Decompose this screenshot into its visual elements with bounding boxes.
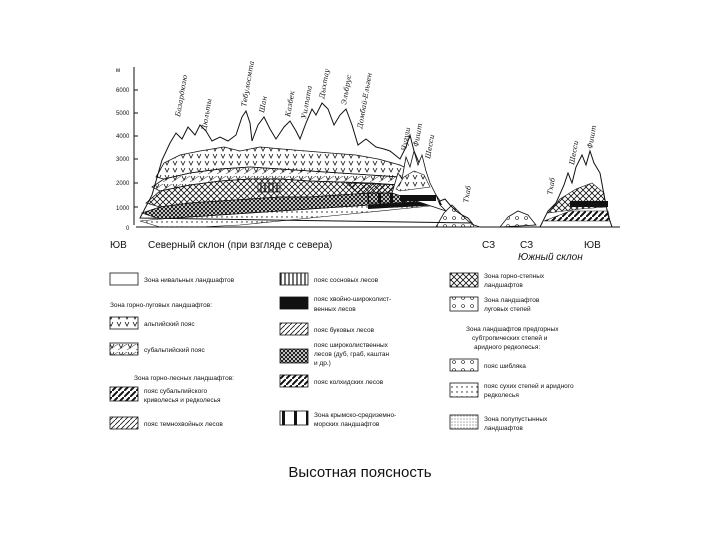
legend: Зона нивальных ландшафтов Зона горно-луг… [109,272,574,432]
legend-label: луговых степей [484,305,531,313]
legend-label: Зона горно-степных [484,273,545,280]
legend-label: пояс сухих степей и аридного [484,382,574,390]
peak-label: Тхаб [546,176,557,195]
legend-label: пояс буковых лесов [314,326,375,334]
legend-label: субтропических степей и [472,334,548,342]
peak-label: Шан [258,95,269,114]
legend-label: Зона ландшафтов предгорных [466,326,559,333]
tick-label: 1000 [116,206,130,212]
south-slope-profile [435,149,620,228]
legend-label: пояс сосновых лесов [314,277,379,284]
legend-label: и др.) [314,360,331,367]
tick-label: 4000 [116,134,130,140]
legend-label: пояс широколиственных [314,342,389,349]
legend-label: Зона полупустынных [484,416,548,423]
legend-label: венных лесов [314,306,356,313]
legend-label: Зона крымско-средиземно- [314,412,396,419]
legend-label: Зона горно-лесных ландшафтов: [134,375,234,382]
legend-label: пояс хвойно-широколист- [314,295,391,303]
axis-unit: м [116,68,120,74]
legend-label: пояс шибляка [484,362,526,370]
legend-label: аридного редколесья: [474,344,540,351]
peak-label: Казбек [284,90,297,119]
profile-labels: ЮВ Северный склон (при взгляде с севера)… [110,240,601,263]
peak-label: Тхаб [462,184,473,203]
tick-label: 6000 [116,88,130,94]
legend-column-1: Зона нивальных ландшафтов Зона горно-луг… [109,272,235,430]
zonation-diagram: м 6000 5000 4000 3000 2000 1000 0 [109,60,620,432]
altitudinal-zonation-figure: м 6000 5000 4000 3000 2000 1000 0 [100,55,620,450]
peak-label: Эльбрус [340,74,353,105]
tick-label: 5000 [116,111,130,117]
legend-label: криволесья и редколесья [144,397,221,404]
profile-nw-1: СЗ [482,240,495,251]
peak-label: Тебулосмта [240,60,256,107]
north-slope-label: Северный склон (при взгляде с севера) [148,240,332,251]
legend-label: пояс субальпийского [144,387,207,395]
legend-column-3: Зона горно-степных ландшафтов Зона ландш… [449,272,574,432]
legend-label: альпийский пояс [144,320,195,328]
peak-label: Фишт [586,124,598,149]
legend-label: пояс колхидских лесов [314,379,384,386]
profile-right-end: ЮВ [584,240,601,251]
legend-label: ландшафтов [484,425,523,432]
peak-label: Шесси [424,133,436,160]
peak-label: Базардюзю [174,74,189,118]
legend-label: Зона нивальных ландшафтов [144,277,235,284]
steppe-zone-area [139,200,441,228]
legend-label: Зона ландшафтов [484,297,540,304]
profile-nw-2: СЗ [520,240,533,251]
peak-label: Дыхтау [318,67,331,100]
legend-label: лесов (дуб, граб, каштан [314,350,389,358]
south-slope-label: Южный склон [518,252,583,263]
peak-label: Фишт [412,122,424,147]
pine-belt-area [257,182,281,193]
peak-label: Дюльты [200,98,214,133]
legend-column-2: пояс сосновых лесов пояс хвойно-широколи… [279,272,396,428]
legend-label: субальпийский пояс [144,346,206,354]
tick-label: 3000 [116,157,130,163]
peak-label: Домбай-Ельген [356,72,374,131]
tick-label: 2000 [116,181,130,187]
legend-label: пояс темнохвойных лесов [144,420,223,428]
legend-label: ландшафтов [484,282,523,289]
legend-label: редколесья [484,392,519,399]
central-ridge-profile [391,149,447,212]
tick-label: 0 [126,226,130,232]
profile-left-end: ЮВ [110,240,127,251]
slide-caption: Высотная поясность [288,464,432,481]
altitude-axis: м 6000 5000 4000 3000 2000 1000 0 [116,67,138,232]
legend-label: Зона горно-луговых ландшафтов: [110,302,212,309]
legend-label: морских ландшафтов [314,421,380,428]
